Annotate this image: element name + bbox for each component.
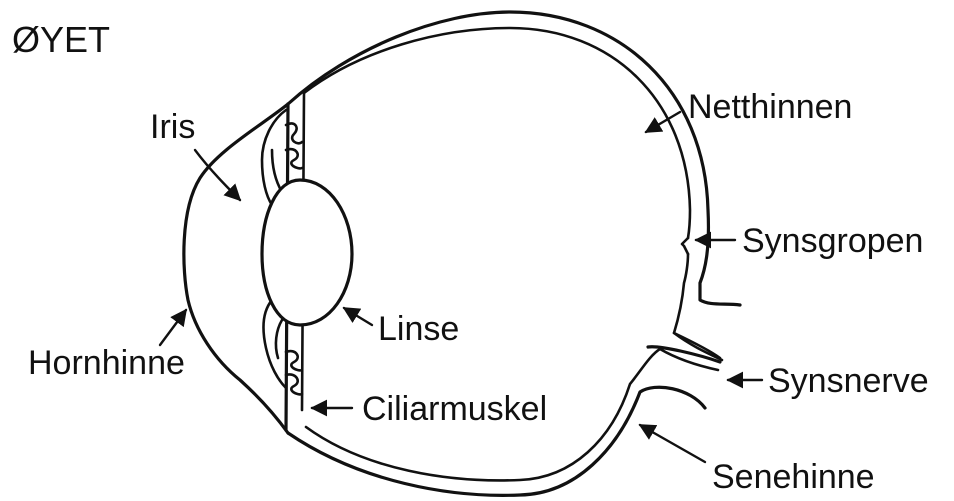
label-linse: Linse <box>378 310 459 348</box>
label-hornhinne: Hornhinne <box>28 344 185 382</box>
lens <box>262 180 352 325</box>
label-ciliarmuskel: Ciliarmuskel <box>362 390 547 428</box>
label-netthinnen: Netthinnen <box>688 88 852 126</box>
label-iris: Iris <box>150 108 195 146</box>
fovea-dip <box>682 238 688 254</box>
diagram-title: ØYET <box>12 19 110 60</box>
optic-nerve <box>660 333 722 370</box>
label-synsnerve: Synsnerve <box>768 362 929 400</box>
label-synsgropen: Synsgropen <box>742 222 923 260</box>
label-senehinne: Senehinne <box>712 458 875 496</box>
